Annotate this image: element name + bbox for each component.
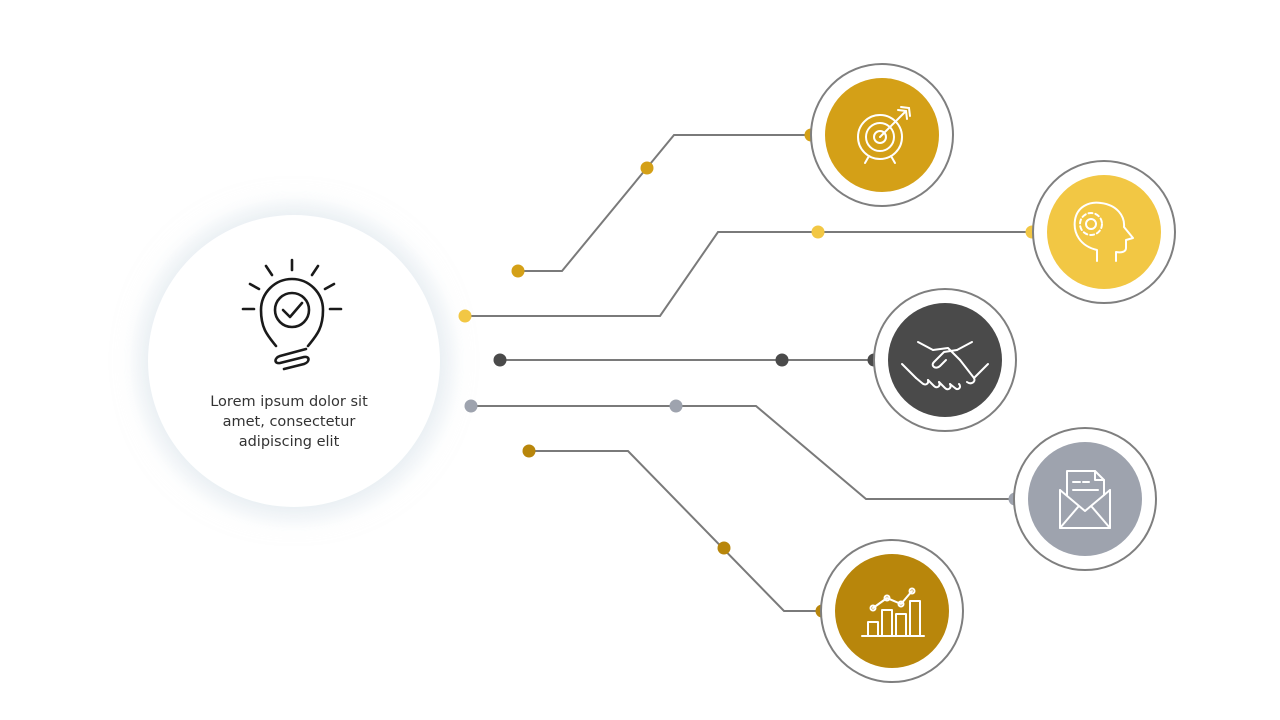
node-chart bbox=[820, 539, 964, 683]
node-handshake bbox=[873, 288, 1017, 432]
dot-mind-mid bbox=[811, 225, 825, 239]
growth-chart-icon bbox=[861, 587, 925, 637]
dot-mail-mid bbox=[669, 399, 683, 413]
connector-chart bbox=[529, 450, 822, 612]
hub-text: Lorem ipsum dolor sit amet, consectetur … bbox=[210, 394, 368, 450]
connector-mind bbox=[465, 231, 1032, 317]
dot-mind-start bbox=[458, 309, 472, 323]
hub-circle bbox=[148, 215, 440, 507]
dot-handshake-start bbox=[493, 353, 507, 367]
connector-mail bbox=[471, 405, 1015, 500]
dot-target-start bbox=[511, 264, 525, 278]
dot-mail-start bbox=[464, 399, 478, 413]
dot-target-mid bbox=[640, 161, 654, 175]
dot-handshake-mid bbox=[775, 353, 789, 367]
envelope-document-icon bbox=[1059, 470, 1111, 529]
connector-target bbox=[518, 134, 811, 272]
node-mind bbox=[1032, 160, 1176, 304]
node-mail bbox=[1013, 427, 1157, 571]
dot-chart-mid bbox=[717, 541, 731, 555]
dot-chart-start bbox=[522, 444, 536, 458]
lightbulb-check-icon bbox=[241, 258, 343, 371]
handshake-icon bbox=[901, 341, 989, 391]
node-target bbox=[810, 63, 954, 207]
target-icon bbox=[857, 106, 911, 164]
head-gear-icon bbox=[1073, 201, 1134, 262]
